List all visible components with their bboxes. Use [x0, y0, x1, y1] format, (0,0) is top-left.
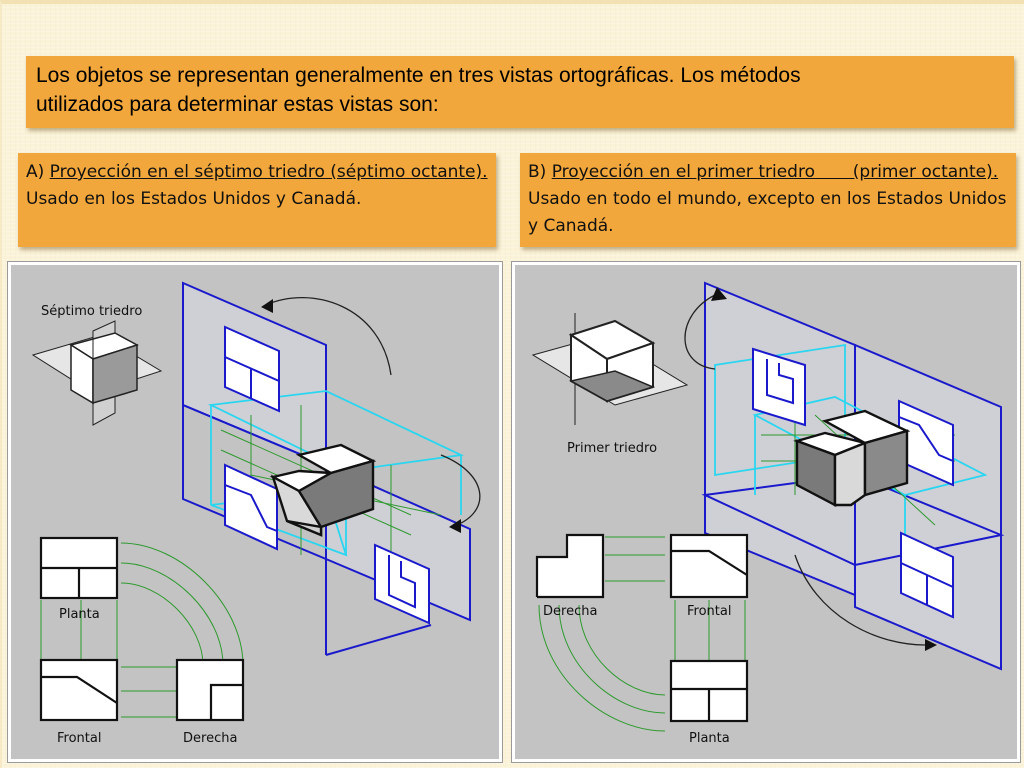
object-3d: [269, 443, 377, 537]
plane-right-view: [374, 543, 430, 625]
arc-guides-b: [538, 536, 746, 732]
arrow-head-b1: [711, 287, 727, 301]
view-front-label-b: Frontal: [687, 604, 731, 619]
seventh-triedro-icon: [31, 320, 163, 426]
plane-front-view: [224, 463, 278, 551]
view-top-label-b: Planta: [689, 731, 730, 746]
view-front-label: Frontal: [57, 731, 101, 746]
view-top-label: Planta: [59, 607, 100, 622]
caption-a-prefix: A): [26, 162, 50, 182]
first-triedro-icon: [531, 313, 689, 425]
figure-first-triedro: Primer triedro: [511, 261, 1021, 763]
caption-first-triedro: B) Proyección en el primer triedro (prim…: [520, 153, 1016, 247]
plane-top-view: [224, 325, 280, 413]
first-triedro-diagram: Primer triedro: [531, 281, 1005, 746]
plane-right-view-b: [752, 347, 806, 427]
object-3d-b: [793, 409, 911, 507]
caption-seventh-triedro: A) Proyección en el séptimo triedro (sép…: [18, 153, 496, 247]
title-line-1: Los objetos se representan generalmente …: [36, 64, 801, 87]
caption-b-prefix: B): [528, 162, 552, 182]
view-top: [39, 536, 119, 600]
arrow-head-1: [261, 299, 273, 313]
first-triedro-label: Primer triedro: [567, 441, 657, 456]
caption-b-underlined: Proyección en el primer triedro (primer …: [551, 162, 999, 182]
view-front-b: [669, 533, 749, 599]
view-front: [39, 658, 119, 722]
caption-a-underlined: Proyección en el séptimo triedro (séptim…: [49, 162, 488, 182]
title-line-2: utilizados para determinar estas vistas …: [36, 93, 439, 116]
view-right-label: Derecha: [183, 731, 237, 746]
right-plane-b: [854, 343, 1002, 671]
view-top-b: [669, 659, 749, 723]
seventh-triedro-diagram: Séptimo triedro: [31, 281, 481, 746]
arrow-head-b2: [925, 639, 937, 651]
seventh-triedro-label: Séptimo triedro: [41, 304, 142, 319]
arrow-head-2: [449, 519, 461, 533]
rotation-arrows-b: [684, 294, 926, 646]
arc-guides: [40, 542, 244, 718]
view-right: [175, 658, 245, 722]
slide-title: Los objetos se representan generalmente …: [26, 56, 1014, 128]
plane-top-view-b: [900, 531, 954, 619]
caption-b-rest: Usado en todo el mundo, excepto en los E…: [528, 189, 1007, 236]
view-right-b: [535, 533, 605, 599]
figure-seventh-triedro: Séptimo triedro: [7, 261, 503, 763]
view-right-label-b: Derecha: [543, 604, 597, 619]
plane-front-view-b: [898, 399, 954, 487]
rotation-arrows: [265, 297, 481, 528]
caption-a-rest: Usado en los Estados Unidos y Canadá.: [26, 189, 362, 209]
